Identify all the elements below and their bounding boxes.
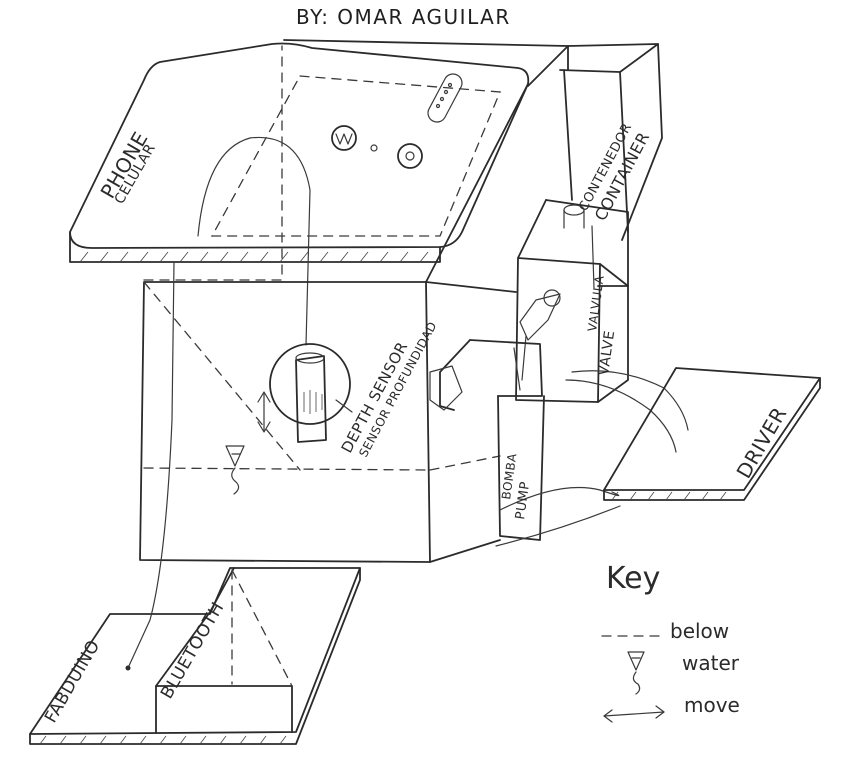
- phone-slab: [69, 42, 530, 346]
- fabduino-board: [29, 261, 361, 745]
- water-level-icon: [225, 445, 245, 495]
- depth-sensor: [257, 343, 353, 443]
- pump-box: [429, 339, 621, 547]
- title-text: BY: OMAR AGUILAR: [296, 5, 511, 29]
- legend-title: Key: [606, 561, 660, 596]
- valve-box: [515, 257, 689, 453]
- driver-board: [603, 367, 821, 501]
- legend-water: water: [682, 651, 740, 675]
- valve-label: VALVE: [596, 329, 618, 376]
- legend-below: below: [670, 619, 729, 643]
- water-container: [517, 43, 663, 289]
- pump-label-es: BOMBA: [499, 452, 519, 501]
- legend: Key below water move: [601, 561, 740, 723]
- legend-move-arrow-icon: [603, 705, 665, 723]
- legend-water-icon: [627, 651, 645, 695]
- legend-move: move: [684, 693, 740, 717]
- pump-label: PUMP: [513, 480, 533, 520]
